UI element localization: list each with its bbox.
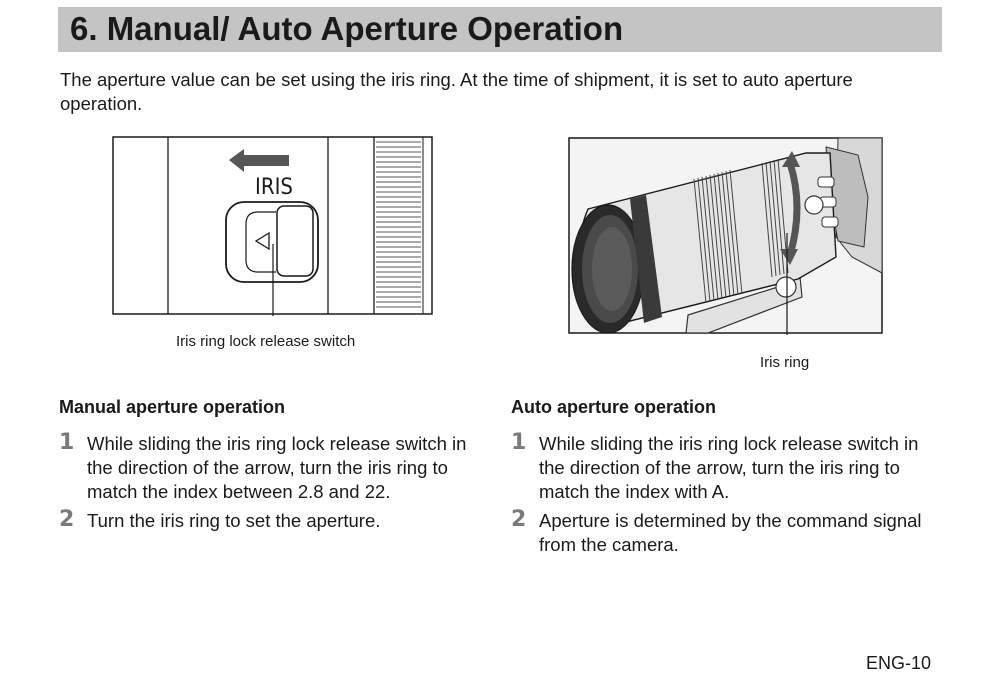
iris-switch-diagram: IRIS (112, 136, 433, 316)
step-number: 2 (59, 507, 75, 532)
step-text: While sliding the iris ring lock release… (87, 433, 467, 502)
intro-paragraph: The aperture value can be set using the … (60, 69, 853, 114)
step-number: 2 (511, 507, 527, 532)
arrow-left-icon (229, 149, 289, 172)
index-triangle-icon (254, 231, 270, 251)
focus-ring (693, 169, 743, 304)
step-text: While sliding the iris ring lock release… (539, 433, 919, 502)
rotate-arrow-icon (786, 161, 801, 256)
step-text: Turn the iris ring to set the aperture. (87, 510, 381, 531)
iris-ring-caption: Iris ring (760, 354, 810, 371)
step-text: Aperture is determined by the command si… (539, 510, 922, 555)
manual-heading: Manual aperture operation (59, 397, 286, 417)
page-title: 6. Manual/ Auto Aperture Operation (70, 10, 624, 47)
iris-label: IRIS (255, 175, 293, 200)
title-bar: 6. Manual/ Auto Aperture Operation (58, 7, 942, 52)
switch-caption: Iris ring lock release switch (176, 333, 356, 350)
step-number: 1 (511, 430, 527, 455)
step-number: 1 (59, 430, 75, 455)
knurled-grip (376, 141, 421, 308)
page-number: ENG-10 (866, 653, 932, 673)
lens-diagram (568, 137, 883, 335)
auto-heading: Auto aperture operation (511, 397, 717, 417)
